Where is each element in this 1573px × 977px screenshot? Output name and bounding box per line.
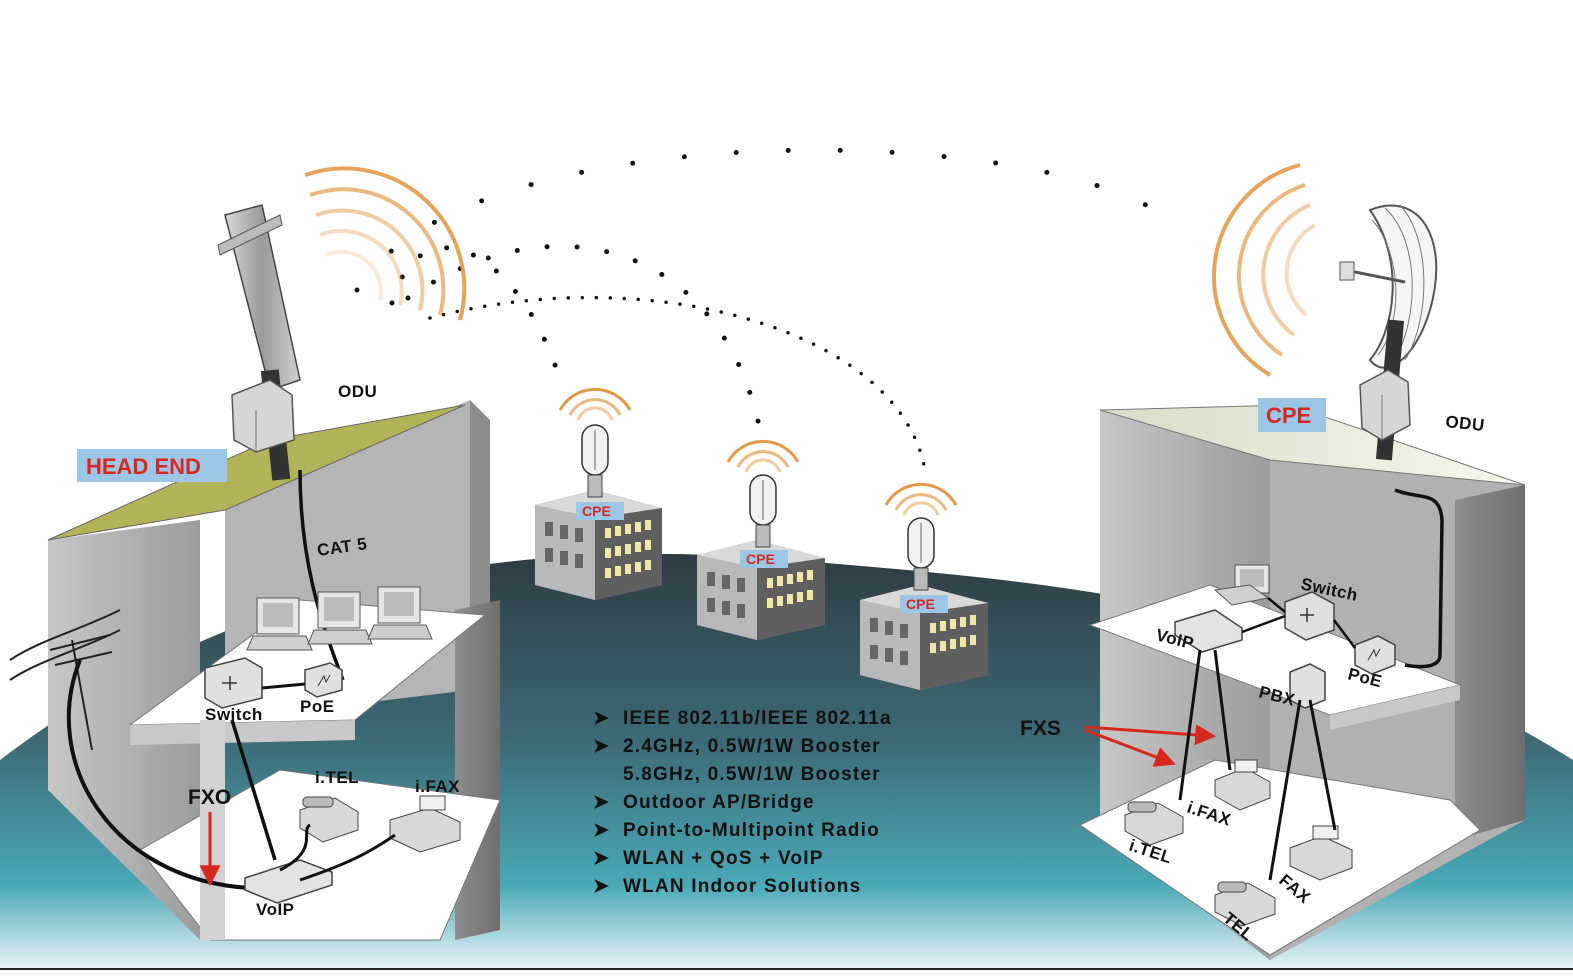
cat5-cable [298,469,345,681]
ip-telephone-icon [1124,801,1184,846]
ip-telephone-icon [299,796,359,843]
fxs-arrow-1 [1084,724,1217,746]
panel-antenna-icon [749,474,777,548]
poe-injector-icon [1354,635,1396,675]
feature-item: 2.4GHz, 0.5W/1W Booster [623,736,881,757]
cpe3-tag [900,595,948,613]
panel-antenna-icon [581,424,609,498]
ip-telephone-icon [1214,881,1276,927]
head-end-signal-waves [304,166,467,321]
fxs-label: FXS [1020,717,1061,740]
desktop-computer-icon [1213,564,1270,606]
desktop-computer-icon [246,597,313,651]
fxo-label: FXO [188,786,231,809]
feature-bullet: ➤ [593,820,610,841]
feature-bullet: ➤ [593,792,610,813]
feature-bullet: ➤ [593,876,610,897]
feature-list: ➤ IEEE 802.11b/IEEE 802.11a ➤ 2.4GHz, 0.… [593,708,892,897]
remote-cat5-cable [1394,488,1444,669]
feature-bullet: ➤ [593,736,610,757]
voip-gateway-icon [244,859,333,904]
cpe-building-3 [860,585,988,690]
cpe3-tag-text: CPE [906,596,935,612]
feature-item: Point-to-Multipoint Radio [623,820,880,841]
cpe1-tag-text: CPE [582,503,611,519]
cpe-building-2 [697,540,825,640]
switch-icon [204,657,263,709]
desktop-computer-icon [367,586,433,640]
panel-antenna-icon [907,517,935,591]
phone-line [66,659,251,890]
cpe-building-1 [535,490,662,600]
remote-cpe-tag [1258,398,1326,432]
outdoor-unit-icon [231,379,295,453]
cpe3-signal-waves [884,482,958,516]
remote-odu-label: ODU [1445,412,1486,435]
switch-icon [1284,591,1335,641]
cpe2-tag-text: CPE [746,551,775,567]
desktop-computer-icon [307,591,373,645]
cpe1-signal-waves [558,387,632,421]
head-end-voip-label: VoIP [256,900,295,919]
remote-lower-floor [1079,759,1481,956]
head-end-odu-label: ODU [338,382,377,401]
wireless-links [354,147,1158,472]
feature-bullet: ➤ [593,848,610,869]
poe-injector-icon [304,662,343,698]
feature-item: Outdoor AP/Bridge [623,792,815,813]
fxs-arrow-2 [1084,728,1176,767]
feature-item: WLAN + QoS + VoIP [623,848,824,869]
head-end-ifax-label: i.FAX [415,777,460,796]
cpe1-tag [576,502,624,520]
cpe2-tag [740,550,788,568]
fax-machine-icon [1289,825,1353,881]
cpe2-signal-waves [726,439,800,473]
feature-bullet: ➤ [593,708,610,729]
remote-rooftop [1099,404,1526,486]
fax-machine-icon [1214,759,1271,811]
feature-item: IEEE 802.11b/IEEE 802.11a [623,708,892,729]
head-end-switch-label: Switch [205,705,263,724]
remote-signal-waves [1212,163,1316,377]
voip-gateway-icon [1174,609,1243,653]
head-end-tag-text: HEAD END [86,454,201,479]
head-end-itel-label: i.TEL [315,768,359,787]
head-end-lower-floor [139,769,501,941]
head-end-tag [77,449,227,482]
outdoor-unit-icon [1359,369,1411,441]
remote-cpe-tag-text: CPE [1266,403,1311,428]
pbx-icon [1289,663,1326,709]
feature-item: 5.8GHz, 0.5W/1W Booster [623,764,881,785]
utility-pole-icon [9,609,121,751]
feature-item: WLAN Indoor Solutions [623,876,861,897]
head-end-poe-label: PoE [300,697,335,716]
